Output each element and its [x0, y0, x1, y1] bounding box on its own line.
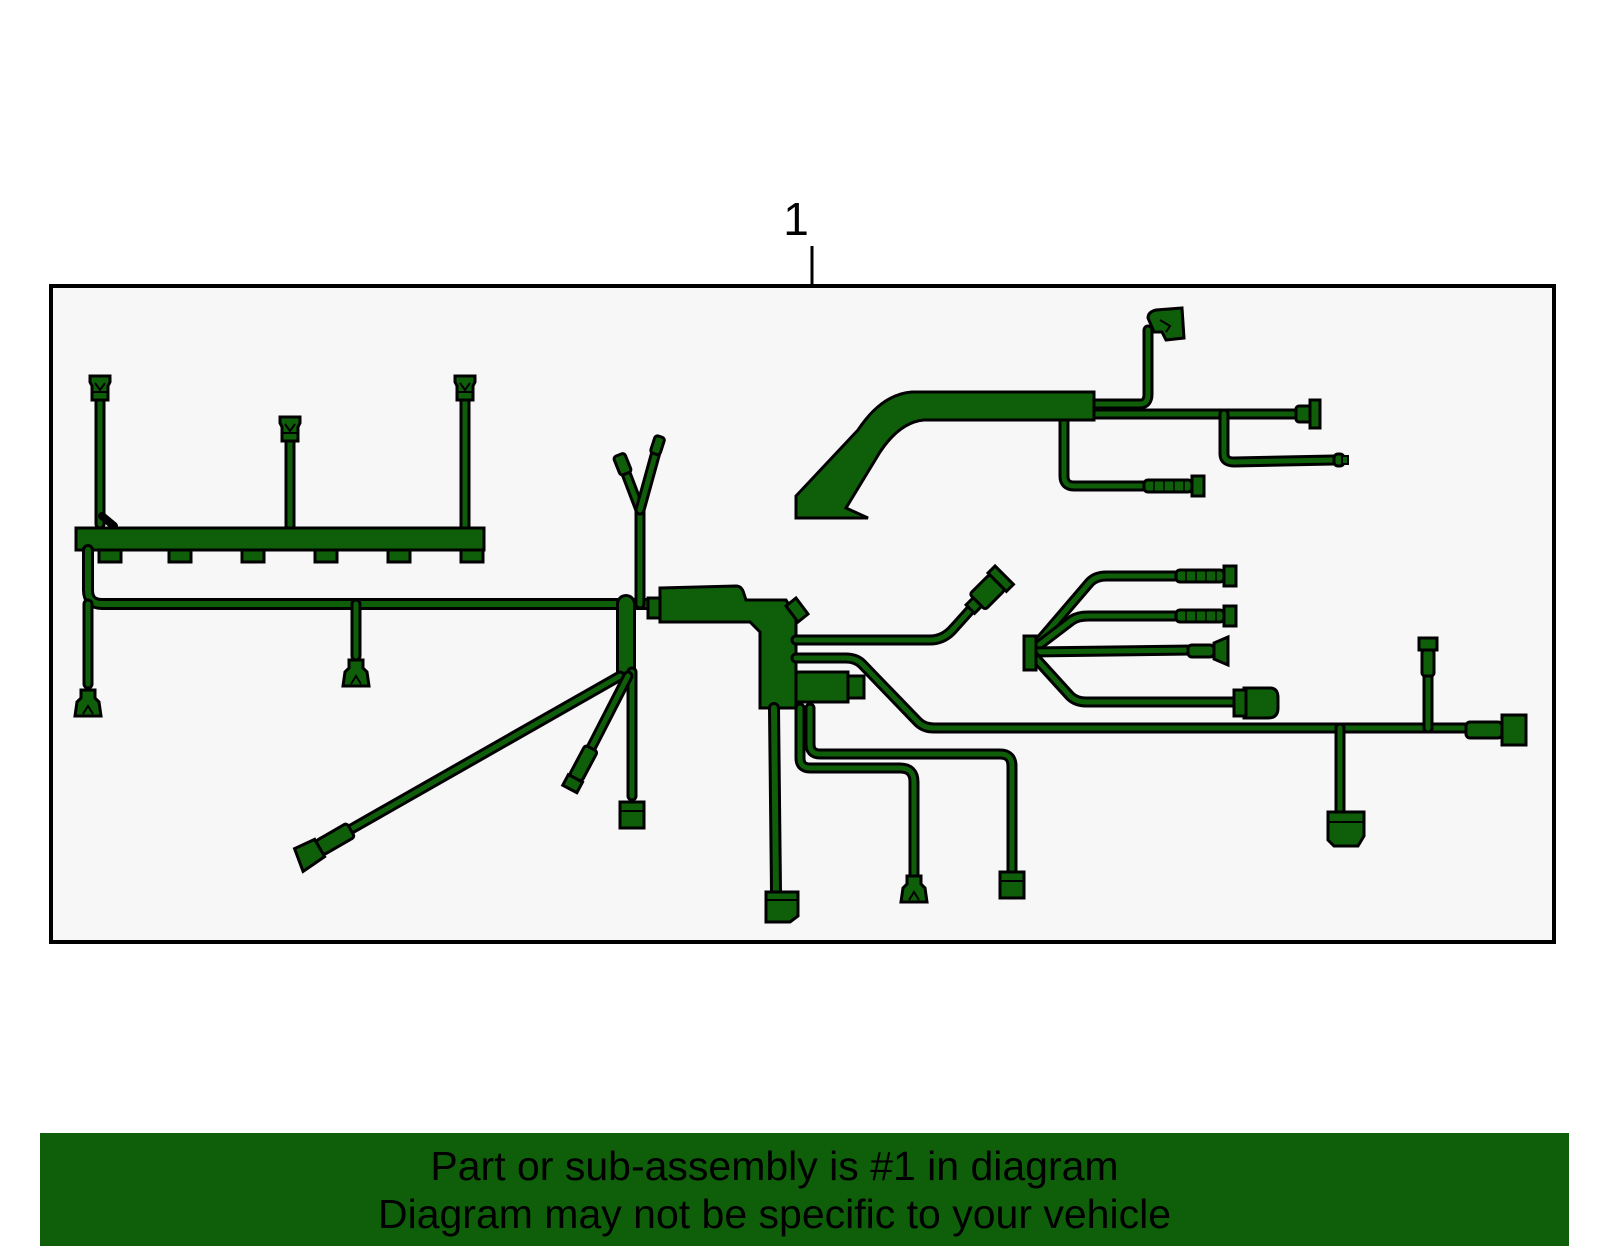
upper-right-assembly: [794, 306, 1349, 520]
central-branches: [768, 602, 1474, 898]
fanout-cluster: [1024, 570, 1250, 708]
injector-rail-section: [74, 374, 486, 564]
banner-line-part-number: Part or sub-assembly is #1 in diagram: [430, 1143, 1119, 1189]
banner-line-disclaimer: Diagram may not be specific to your vehi…: [377, 1191, 1171, 1237]
wiring-harness: [73, 306, 1528, 924]
main-trunk: [82, 446, 666, 838]
central-junction-body: [646, 584, 866, 710]
info-banner-background: [40, 1133, 1569, 1246]
info-banner: Part or sub-assembly is #1 in diagram Di…: [40, 1133, 1569, 1246]
callout-number: 1: [783, 193, 809, 245]
